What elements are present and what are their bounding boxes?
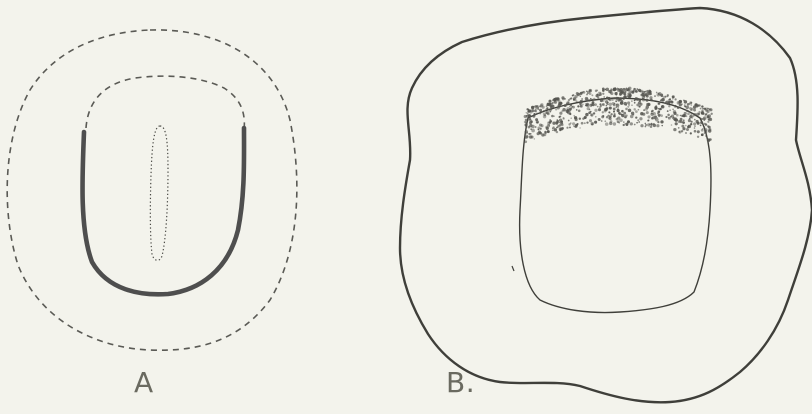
panel-a-dotted-slit [150,126,168,260]
panel-b-small-mark [512,266,514,271]
panel-b-label: B. [446,366,475,399]
panel-a-heavy-u-wall [82,128,244,294]
panel-a-label: A [134,366,154,399]
panel-a: A [7,30,297,399]
panel-a-inner-dashed-arch [86,76,244,130]
panel-b-stippled-cap [524,87,713,143]
panel-b: B. [400,8,812,402]
panel-a-outer-dashed-outline [7,30,297,350]
panel-b-outer-outline [400,8,812,402]
